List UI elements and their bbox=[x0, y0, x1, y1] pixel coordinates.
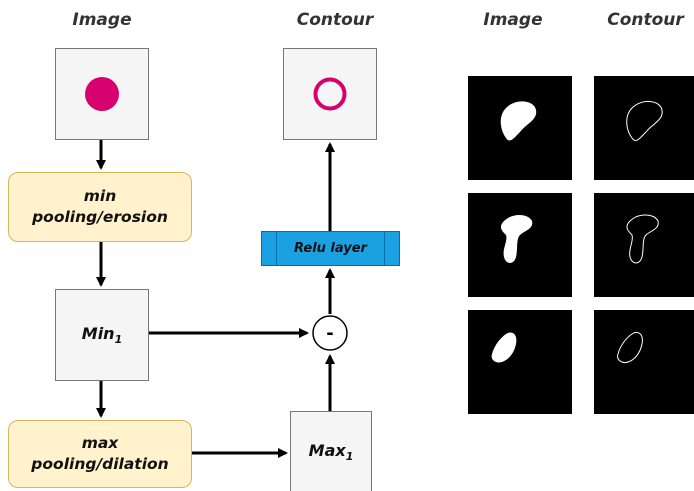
max-pooling-label-line2: pooling/dilation bbox=[31, 455, 169, 473]
max-pooling-label-line1: max bbox=[81, 434, 119, 452]
header-contour-left: Contour bbox=[296, 10, 374, 30]
relu-right-divider bbox=[384, 232, 385, 265]
min1-box: Min1 bbox=[55, 289, 149, 381]
ring-circle-icon bbox=[313, 77, 347, 111]
header-image-right: Image bbox=[483, 10, 543, 30]
input-image-box bbox=[55, 48, 149, 140]
example-contour-1 bbox=[594, 76, 694, 180]
max1-label: Max1 bbox=[308, 440, 354, 463]
filled-circle-icon bbox=[85, 77, 119, 111]
min1-label: Min1 bbox=[81, 324, 123, 346]
min1-subscript: 1 bbox=[114, 333, 123, 346]
example-image-2 bbox=[468, 193, 572, 297]
max1-box: Max1 bbox=[290, 411, 372, 491]
min-pooling-label-line1: min bbox=[83, 187, 117, 205]
max-pooling-dilation-block: max pooling/dilation bbox=[8, 420, 192, 488]
subtract-symbol: - bbox=[326, 323, 333, 344]
relu-left-divider bbox=[276, 232, 277, 265]
header-image-left: Image bbox=[72, 10, 132, 30]
min-pooling-label-line2: pooling/erosion bbox=[32, 208, 168, 226]
example-image-3 bbox=[468, 310, 572, 414]
relu-layer-label: Relu layer bbox=[294, 241, 367, 256]
output-contour-box bbox=[283, 48, 377, 140]
relu-layer-block: Relu layer bbox=[261, 231, 400, 266]
header-contour-right: Contour bbox=[607, 10, 684, 30]
example-contour-2 bbox=[594, 193, 694, 297]
max1-subscript: 1 bbox=[345, 449, 354, 463]
min-pooling-erosion-block: min pooling/erosion bbox=[8, 172, 192, 242]
example-image-1 bbox=[468, 76, 572, 180]
subtract-node bbox=[312, 315, 348, 351]
example-contour-3 bbox=[594, 310, 694, 414]
